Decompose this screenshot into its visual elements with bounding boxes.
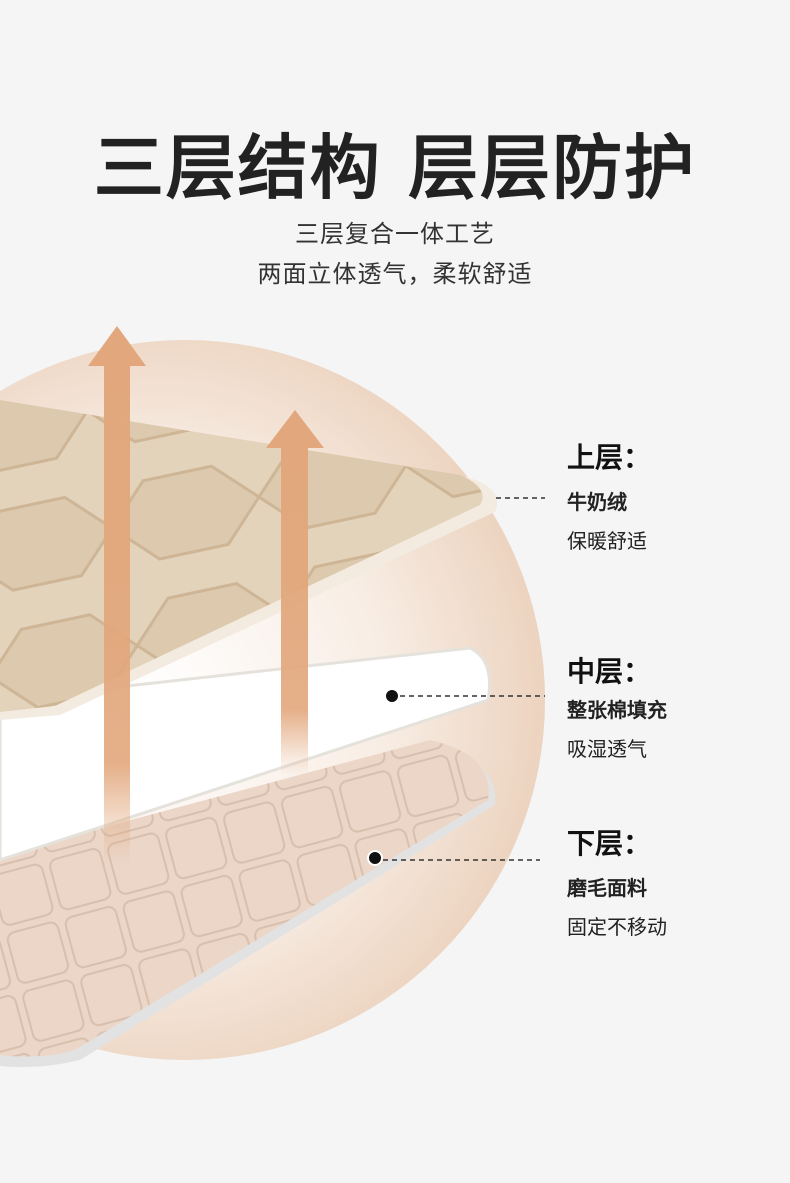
- arrow-up-icon: [88, 326, 146, 864]
- layer-material: 牛奶绒: [567, 490, 627, 514]
- middle-layer-label: 中层： 整张棉填充 吸湿透气: [567, 650, 667, 762]
- layer-heading: 中层：: [567, 655, 652, 688]
- subtitle-line-2: 两面立体透气，柔软舒适: [257, 260, 533, 288]
- layer-heading: 上层：: [567, 441, 652, 474]
- bottom-layer-label: 下层： 磨毛面料 固定不移动: [567, 822, 667, 940]
- page-title: 三层结构 层层防护: [93, 127, 697, 209]
- layer-material: 磨毛面料: [567, 876, 647, 900]
- layer-description: 固定不移动: [567, 915, 667, 939]
- subtitle-line-1: 三层复合一体工艺: [295, 220, 495, 248]
- layer-material: 整张棉填充: [567, 698, 667, 722]
- layer-description: 吸湿透气: [567, 737, 647, 761]
- top-layer-label: 上层： 牛奶绒 保暖舒适: [567, 436, 651, 554]
- layer-description: 保暖舒适: [567, 529, 647, 553]
- arrow-up-icon: [266, 410, 324, 776]
- layer-heading: 下层：: [567, 827, 652, 860]
